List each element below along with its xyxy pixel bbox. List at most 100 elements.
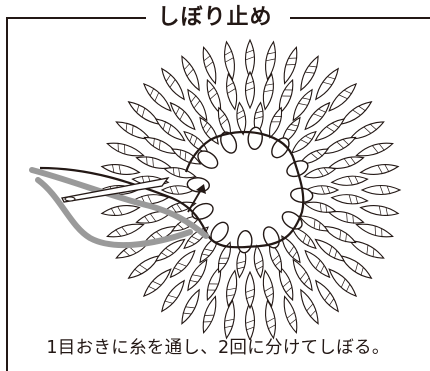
stitch-hatch bbox=[272, 255, 280, 262]
stitch-hatch bbox=[152, 158, 154, 167]
stitch-hatch bbox=[224, 325, 233, 329]
stitch-hatch bbox=[266, 317, 275, 323]
stitch-hatch bbox=[315, 260, 321, 269]
stitch-hatch bbox=[175, 106, 181, 115]
stitch-leaf bbox=[322, 226, 357, 244]
stitch-hatch bbox=[363, 127, 371, 134]
stitch-hatch bbox=[184, 152, 187, 161]
stitch-leaf bbox=[303, 201, 337, 213]
stitch-hatch bbox=[255, 265, 264, 271]
stitch-hatch bbox=[336, 141, 344, 149]
direction-arrow bbox=[187, 187, 203, 213]
stitch-hatch bbox=[192, 274, 202, 277]
stitch-leaf bbox=[355, 223, 394, 238]
stitch-leaf bbox=[314, 238, 346, 262]
thread-path bbox=[39, 130, 305, 249]
stitch-leaf bbox=[327, 156, 365, 169]
stitch-leaf bbox=[202, 295, 217, 334]
stitch-hatch bbox=[292, 251, 298, 259]
stitch-leaf bbox=[304, 185, 340, 195]
stitch-leaf bbox=[187, 88, 208, 122]
stitch-hatch bbox=[318, 168, 324, 177]
stitch-hatch bbox=[308, 65, 318, 68]
stitch-leaf bbox=[292, 258, 313, 292]
stitch-leaf bbox=[283, 46, 298, 85]
stitch-hatch bbox=[218, 113, 226, 120]
yarn-needle bbox=[61, 177, 170, 203]
gray-yarn bbox=[29, 167, 209, 249]
stitch-leaf bbox=[330, 194, 369, 205]
stitch-leaf bbox=[106, 142, 145, 157]
stitch-hatch bbox=[313, 219, 316, 228]
stitch-hatch bbox=[289, 318, 297, 325]
frame-top-right-line bbox=[290, 17, 430, 19]
stitch-leaf bbox=[359, 205, 400, 216]
stitch-hatch bbox=[191, 236, 200, 241]
stitch-hatch bbox=[378, 143, 385, 151]
stitch-hatch bbox=[245, 80, 255, 85]
stitch-leaf bbox=[304, 101, 331, 131]
stitch-hatch bbox=[339, 230, 342, 240]
caption: 1目おきに糸を通し、2回に分けてしぼる。 bbox=[46, 338, 390, 358]
stitch-hatch bbox=[378, 206, 382, 215]
stitch-leaf bbox=[278, 265, 294, 302]
stitch-leaf bbox=[281, 116, 301, 145]
stitch-hatch bbox=[149, 87, 155, 97]
stitch-hatch bbox=[183, 63, 191, 70]
stitch-hatch bbox=[245, 56, 255, 61]
stitch-hatch bbox=[227, 287, 236, 291]
stitch-hatch bbox=[384, 164, 390, 173]
stitch-hatch bbox=[187, 69, 194, 77]
stitch-leaf bbox=[322, 136, 357, 154]
stitch-hatch bbox=[134, 268, 142, 275]
stitch-hatch bbox=[204, 248, 213, 252]
stitch-loop bbox=[237, 230, 253, 254]
stitch-hatch bbox=[328, 298, 335, 306]
stitch-hatch bbox=[171, 205, 177, 213]
stitch-leaf bbox=[244, 300, 256, 340]
stitch-leaf bbox=[281, 235, 301, 264]
stitch-leaf bbox=[283, 295, 298, 334]
stitch-hatch bbox=[182, 312, 192, 315]
stitch-hatch bbox=[302, 234, 307, 243]
stitch-leaf bbox=[183, 130, 209, 154]
stitch-hatch bbox=[343, 89, 353, 95]
stitch-hatch bbox=[372, 248, 375, 258]
stitch-leaf bbox=[303, 167, 337, 179]
stitch-hatch bbox=[311, 153, 318, 160]
stitch-hatch bbox=[355, 195, 359, 205]
stitch-hatch bbox=[334, 250, 338, 259]
stitch-hatch bbox=[325, 204, 328, 213]
stitch-hatch bbox=[266, 58, 275, 62]
stitch-loop bbox=[247, 126, 263, 150]
stitch-leaf bbox=[348, 121, 385, 140]
stitch-hatch bbox=[245, 319, 255, 324]
stitch-leaf bbox=[262, 72, 274, 111]
stitch-leaf bbox=[265, 299, 276, 340]
stitch-hatch bbox=[350, 156, 356, 165]
stitch-hatch bbox=[282, 280, 290, 288]
stitch-leaf bbox=[360, 184, 402, 196]
stitch-leaf bbox=[315, 67, 339, 101]
stitch-leaf bbox=[100, 164, 141, 175]
stitch-hatch bbox=[354, 176, 360, 185]
stitch-leaf bbox=[161, 67, 185, 101]
stitch-hatch bbox=[226, 82, 235, 88]
stitch-hatch bbox=[125, 122, 128, 132]
stitch-hatch bbox=[147, 195, 152, 204]
frame-left-line bbox=[6, 17, 8, 371]
stitch-hatch bbox=[169, 186, 174, 194]
stitch-leaf bbox=[100, 205, 141, 216]
stitch-hatch bbox=[370, 123, 377, 131]
stitch-hatch bbox=[245, 288, 255, 293]
stitch-leaf bbox=[328, 82, 358, 112]
stitch-hatch bbox=[150, 213, 156, 222]
stitch-hatch bbox=[307, 238, 311, 247]
stitch-hatch bbox=[255, 110, 264, 114]
stitch-leaf bbox=[298, 215, 329, 232]
stitch-hatch bbox=[324, 292, 331, 301]
stitch-hatch bbox=[313, 113, 323, 118]
needle-eye bbox=[64, 196, 76, 202]
stitch-hatch bbox=[176, 203, 182, 212]
stitch-hatch bbox=[169, 79, 176, 88]
